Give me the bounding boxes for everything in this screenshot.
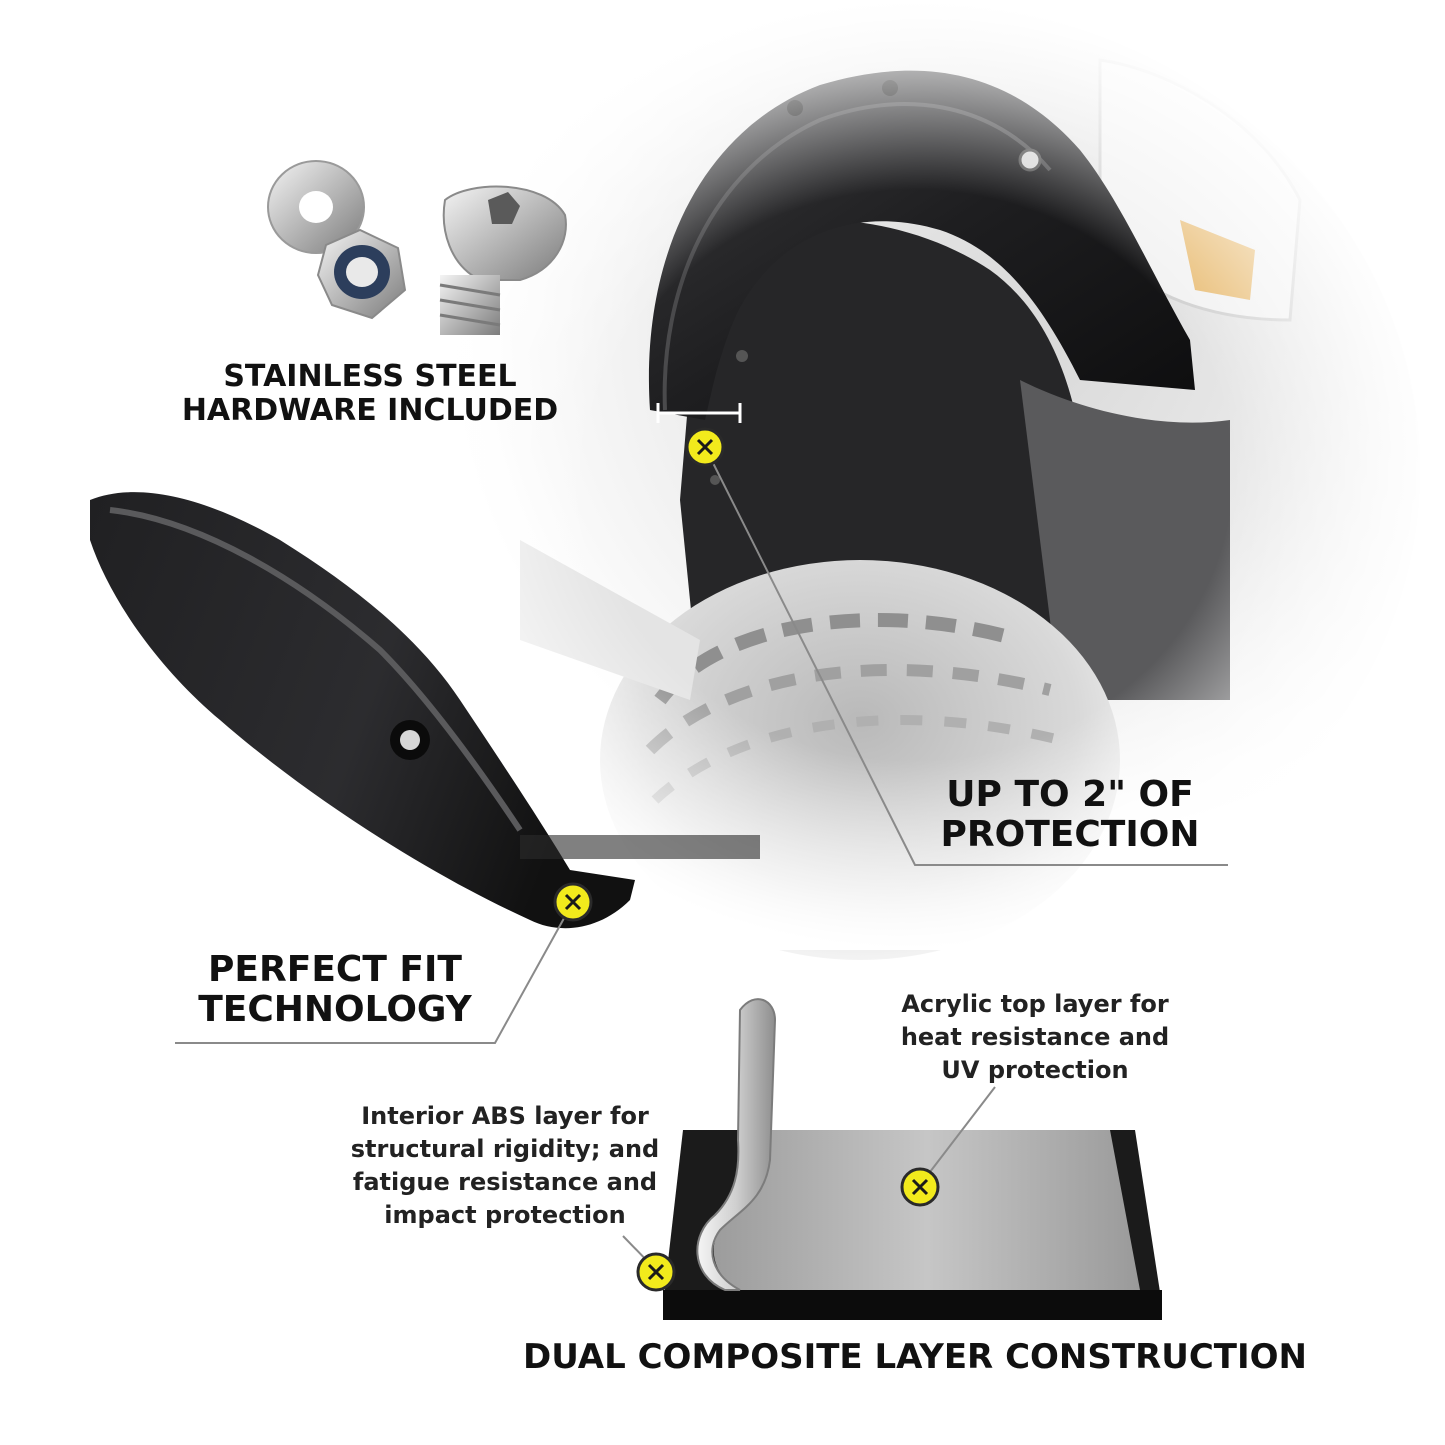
abs-callout: Interior ABS layer for structural rigidi… <box>345 1100 665 1232</box>
hardware-photo <box>267 160 567 335</box>
construction-heading: DUAL COMPOSITE LAYER CONSTRUCTION <box>522 1337 1308 1377</box>
acrylic-callout: Acrylic top layer for heat resistance an… <box>880 988 1190 1087</box>
abs-callout-line4: impact protection <box>384 1201 626 1230</box>
acrylic-callout-line3: UV protection <box>941 1056 1129 1085</box>
protection-heading: UP TO 2" OF PROTECTION <box>930 774 1210 856</box>
hardware-heading-line1: STAINLESS STEEL <box>223 359 517 394</box>
layer-sheet-icon <box>663 998 1162 1320</box>
marker-x-icon <box>900 1167 940 1207</box>
acrylic-callout-line1: Acrylic top layer for <box>901 990 1169 1018</box>
abs-callout-line1: Interior ABS layer for <box>361 1102 649 1130</box>
bolt-icon <box>439 185 567 335</box>
acrylic-callout-line2: heat resistance and <box>900 1023 1170 1052</box>
marker-x-icon <box>553 882 593 922</box>
marker-x-icon <box>685 427 725 467</box>
marker-x-icon <box>636 1252 676 1292</box>
vehicle-photo <box>380 0 1445 960</box>
fit-heading-line1: PERFECT FIT <box>208 949 462 990</box>
fit-heading-line2: TECHNOLOGY <box>198 989 472 1031</box>
hardware-heading: STAINLESS STEEL HARDWARE INCLUDED <box>180 360 560 427</box>
leader-lines <box>175 446 1228 1271</box>
protection-heading-line1: UP TO 2" OF <box>946 774 1194 815</box>
hardware-heading-line2: HARDWARE INCLUDED <box>181 392 559 428</box>
fit-heading: PERFECT FIT TECHNOLOGY <box>185 949 485 1031</box>
washer-icon <box>267 160 365 254</box>
abs-callout-line2: structural rigidity; and <box>350 1135 660 1164</box>
lock-nut-icon <box>316 228 407 320</box>
fender-closeup <box>90 492 760 929</box>
measurement-bar <box>656 403 742 423</box>
abs-callout-line3: fatigue resistance and <box>352 1168 658 1197</box>
protection-heading-line2: PROTECTION <box>940 814 1200 856</box>
